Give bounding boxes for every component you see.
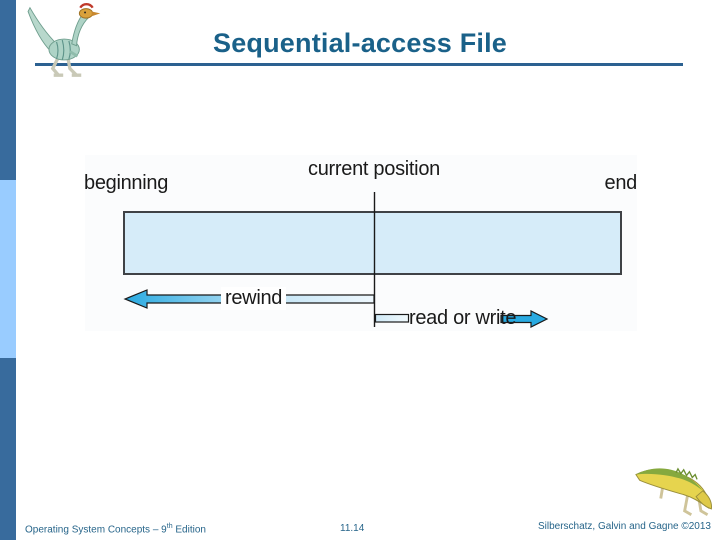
accent-bar-bottom-segment — [0, 358, 16, 540]
footer-book-title-prefix: Operating System Concepts – 9 — [25, 524, 167, 536]
accent-bar-middle-segment — [0, 180, 16, 358]
left-accent-bar — [0, 0, 16, 540]
file-rectangle — [123, 211, 622, 275]
footer-book-title: Operating System Concepts – 9th Edition — [25, 523, 206, 535]
dinosaur-footer-icon — [635, 467, 713, 516]
footer-edition-superscript: th — [166, 523, 173, 530]
label-read-or-write: read or write — [409, 307, 517, 329]
label-rewind: rewind — [221, 287, 287, 310]
title-underline — [35, 63, 683, 66]
accent-bar-top-segment — [0, 0, 16, 180]
label-current-position: current position — [308, 158, 440, 180]
footer-authors: Silberschatz, Galvin and Gagne ©2013 — [537, 521, 711, 532]
slide-title: Sequential-access File — [212, 28, 508, 58]
footer-book-title-suffix: Edition — [172, 524, 206, 536]
label-end: end — [604, 172, 638, 194]
dinosaur-logo-icon — [27, 2, 101, 77]
footer-page-number: 11.14 — [340, 523, 365, 534]
label-beginning: beginning — [84, 172, 169, 194]
